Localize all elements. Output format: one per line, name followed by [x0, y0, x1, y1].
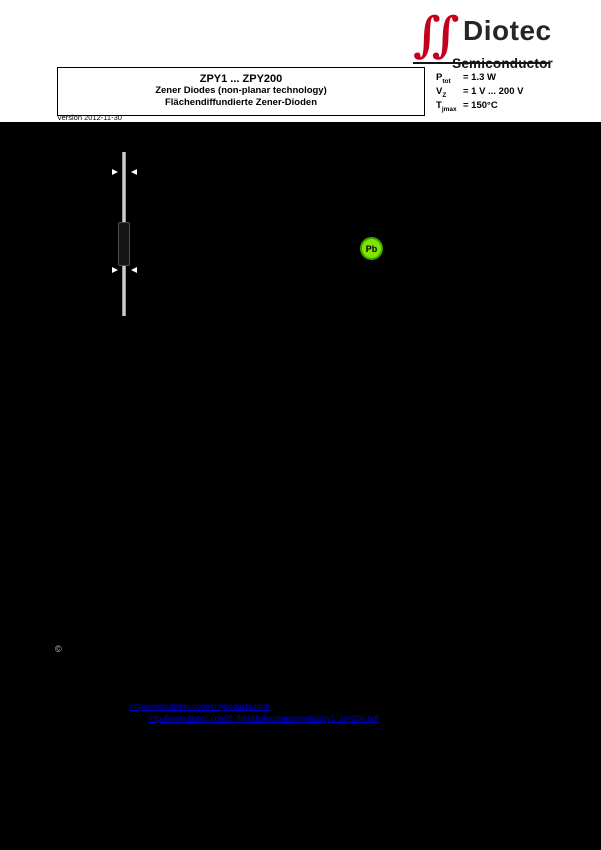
logo-brand-text: Diotec: [463, 15, 552, 46]
title-box: ZPY1 ... ZPY200 Zener Diodes (non-planar…: [57, 67, 425, 116]
param-ptot: Ptot = 1.3 W: [436, 72, 496, 85]
stray-mark: ©: [55, 644, 62, 654]
diode-body: [118, 222, 130, 266]
diotec-logo: ∬ Diotec Semiconductor: [413, 10, 553, 71]
version-text: Version 2012-11-30: [57, 113, 122, 122]
dimension-arrow-icon: [112, 267, 118, 273]
pb-lead-free-icon: Pb: [360, 237, 383, 260]
datasheet-link-1[interactable]: http://www.diotec.com/en/products.html: [130, 702, 270, 711]
param-tjmax: Tjmax = 150°C: [436, 100, 498, 113]
param-vz: VZ = 1 V ... 200 V: [436, 86, 524, 99]
dimension-arrow-icon: [131, 169, 137, 175]
key-parameters: Ptot = 1.3 W VZ = 1 V ... 200 V Tjmax = …: [436, 72, 523, 114]
part-number-title: ZPY1 ... ZPY200: [199, 73, 283, 85]
dimension-arrow-icon: [112, 169, 118, 175]
diode-lead-bottom: [122, 266, 126, 316]
diotec-logo-glyph-icon: ∬: [413, 7, 462, 63]
diode-lead-top: [122, 152, 126, 222]
dimension-arrow-icon: [131, 267, 137, 273]
datasheet-link-2[interactable]: http://www.diotec.com/tl_files/diotec/da…: [148, 714, 379, 723]
title-subtitle-de: Flächendiffundierte Zener-Dioden: [164, 96, 317, 108]
logo-underline: [413, 62, 549, 64]
title-subtitle-en: Zener Diodes (non-planar technology): [155, 85, 327, 96]
